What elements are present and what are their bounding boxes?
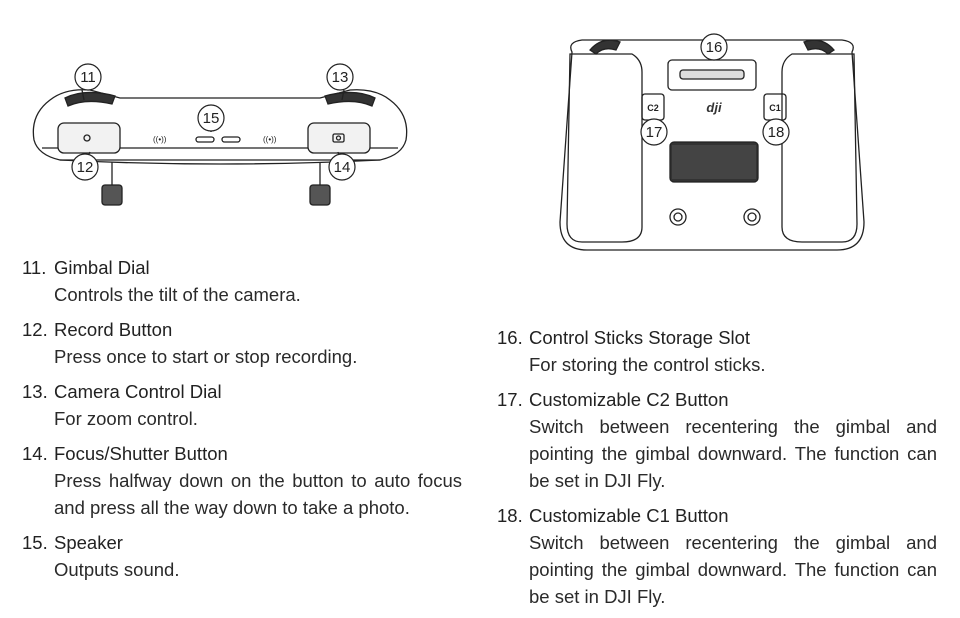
list-item: 18. Customizable C1 Button Switch between… xyxy=(497,502,937,610)
left-description-list: 11. Gimbal Dial Controls the tilt of the … xyxy=(22,254,462,591)
callout-17: 17 xyxy=(646,124,663,141)
callout-12: 12 xyxy=(77,159,94,176)
c1-label: C1 xyxy=(769,103,781,113)
item-number: 11. xyxy=(22,257,47,278)
record-icon xyxy=(83,134,91,142)
item-number: 12. xyxy=(22,319,48,340)
list-item: 16. Control Sticks Storage Slot For stori… xyxy=(497,324,937,378)
controller-back-diagram: C2 C1 dji 16 17 18 xyxy=(559,33,865,251)
right-stick xyxy=(309,184,331,206)
screw-right xyxy=(743,208,761,226)
item-title: Gimbal Dial xyxy=(54,257,150,278)
item-number: 15. xyxy=(22,532,48,553)
item-title: Control Sticks Storage Slot xyxy=(529,327,751,348)
grip-left xyxy=(589,39,621,55)
item-title: Customizable C1 Button xyxy=(529,505,729,526)
item-title: Camera Control Dial xyxy=(54,381,222,402)
item-number: 13. xyxy=(22,381,48,402)
item-title: Customizable C2 Button xyxy=(529,389,729,410)
item-description: Switch between recentering the gimbal an… xyxy=(529,416,937,491)
list-item: 17. Customizable C2 Button Switch between… xyxy=(497,386,937,494)
item-number: 17. xyxy=(497,389,523,410)
list-item: 12. Record Button Press once to start or … xyxy=(22,316,462,370)
speaker-right xyxy=(221,136,241,143)
item-description: Outputs sound. xyxy=(54,559,180,580)
item-number: 16. xyxy=(497,327,523,348)
callout-14: 14 xyxy=(334,159,351,176)
item-title: Speaker xyxy=(54,532,123,553)
right-description-list: 16. Control Sticks Storage Slot For stori… xyxy=(497,324,937,618)
callout-11: 11 xyxy=(80,69,96,86)
screw-left xyxy=(669,208,687,226)
callout-15: 15 xyxy=(203,110,220,127)
grip-right xyxy=(803,39,835,55)
item-number: 14. xyxy=(22,443,48,464)
record-button xyxy=(57,122,121,154)
speaker-left xyxy=(195,136,215,143)
item-description: Press once to start or stop recording. xyxy=(54,346,358,367)
svg-text:((•)): ((•)) xyxy=(153,135,167,144)
list-item: 13. Camera Control Dial For zoom control. xyxy=(22,378,462,432)
svg-text:((•)): ((•)) xyxy=(263,135,277,144)
controller-front-diagram: ((•)) ((•)) 11 13 12 14 15 xyxy=(32,63,408,206)
c2-label: C2 xyxy=(647,103,659,113)
item-title: Record Button xyxy=(54,319,173,340)
callout-18: 18 xyxy=(768,124,785,141)
list-item: 11. Gimbal Dial Controls the tilt of the … xyxy=(22,254,462,308)
list-item: 14. Focus/Shutter Button Press halfway do… xyxy=(22,440,462,521)
shutter-button xyxy=(307,122,371,154)
list-item: 15. Speaker Outputs sound. xyxy=(22,529,462,583)
controller-back-body xyxy=(559,39,865,251)
left-stick xyxy=(101,184,123,206)
callout-13: 13 xyxy=(332,69,349,86)
item-description: For zoom control. xyxy=(54,408,198,429)
item-description: Press halfway down on the button to auto… xyxy=(54,470,462,518)
item-description: For storing the control sticks. xyxy=(529,354,766,375)
dji-logo: dji xyxy=(706,100,722,115)
item-title: Focus/Shutter Button xyxy=(54,443,228,464)
callout-16: 16 xyxy=(706,39,723,56)
item-description: Controls the tilt of the camera. xyxy=(54,284,301,305)
gimbal-dial xyxy=(64,91,116,107)
item-description: Switch between recentering the gimbal an… xyxy=(529,532,937,607)
camera-icon xyxy=(332,133,345,143)
camera-control-dial xyxy=(324,91,376,107)
item-number: 18. xyxy=(497,505,523,526)
